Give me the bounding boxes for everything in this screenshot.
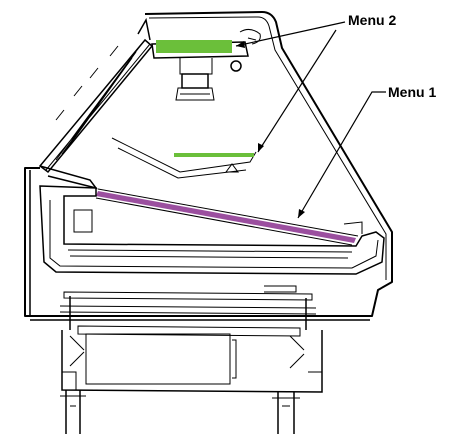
menu2-shelves: [156, 40, 254, 157]
cabinet-legs: [60, 390, 300, 434]
cabinet-outline: [24, 11, 393, 321]
lower-compartment: [61, 330, 323, 393]
leader-lines: [235, 21, 386, 219]
menu1-leader: [297, 91, 386, 219]
base-structure: [59, 285, 317, 337]
menu1-label: Menu 1: [388, 84, 437, 100]
menu2-leader-top: [235, 21, 346, 47]
menu2-leader-mid: [257, 29, 337, 153]
front-glass: [38, 17, 154, 190]
menu2-label: Menu 2: [348, 12, 397, 28]
menu2-top-shelf: [156, 40, 232, 53]
menu2-middle-shelf: [174, 153, 254, 157]
menu1-shelf: [96, 191, 356, 243]
upper-shelf-bracket: [111, 137, 257, 179]
display-tub: [39, 185, 385, 275]
menu1-shelf-edges: [95, 188, 359, 246]
